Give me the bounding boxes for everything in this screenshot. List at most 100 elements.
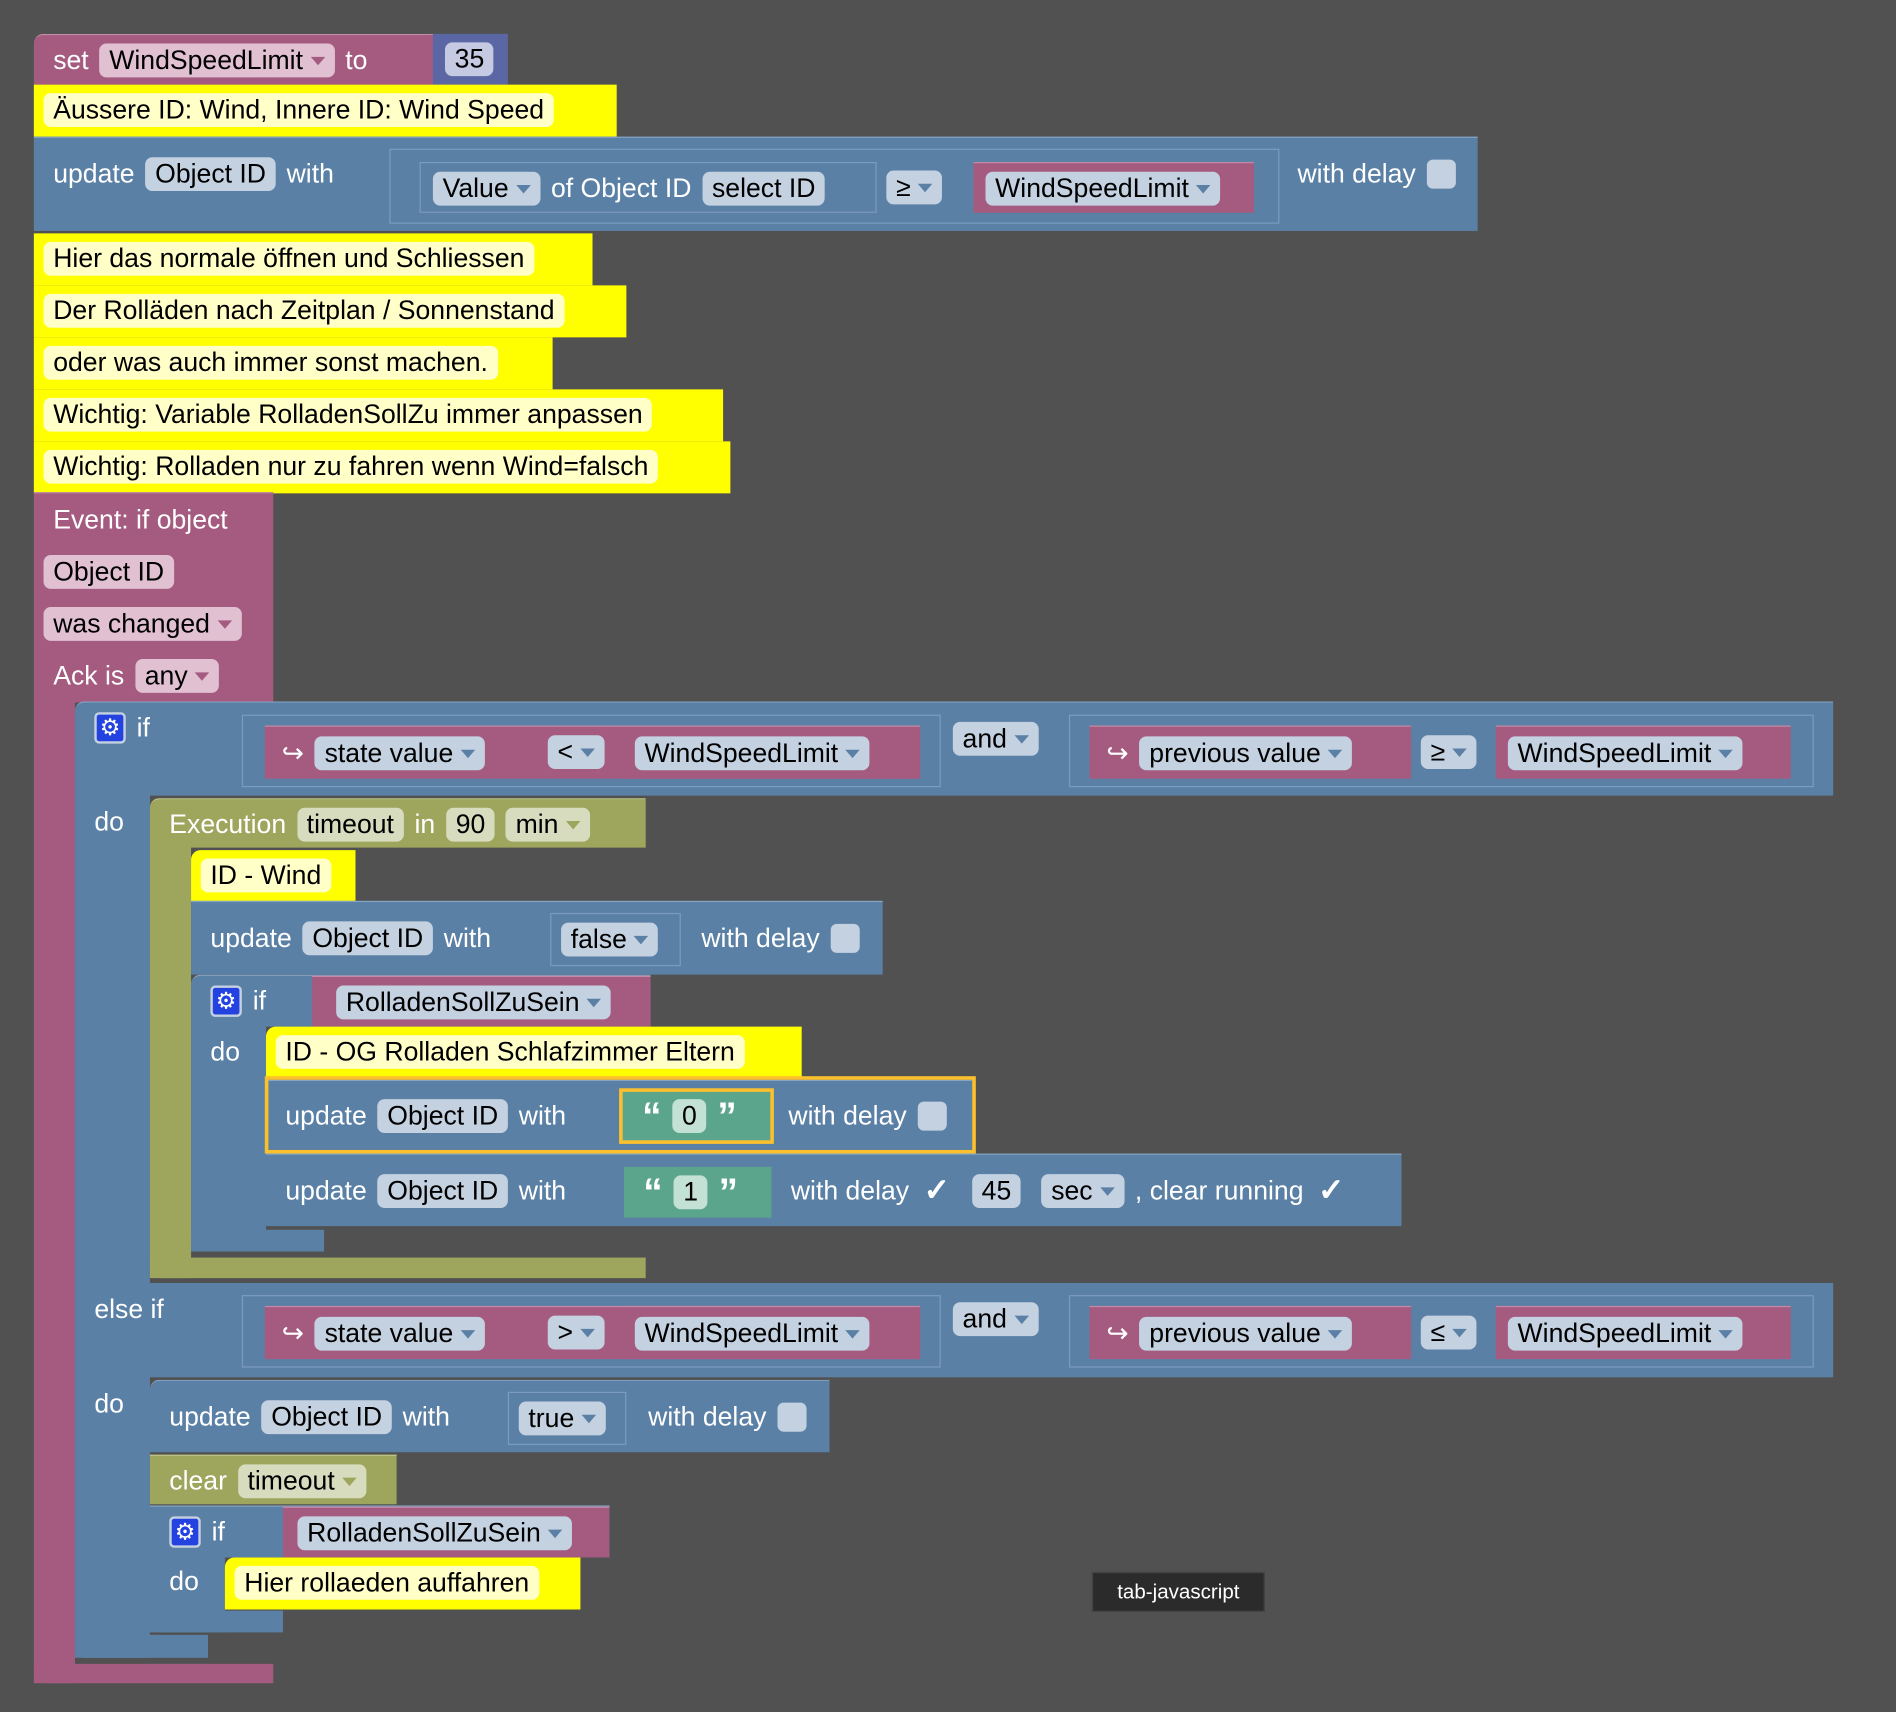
comment-block[interactable]: Wichtig: Rolladen nur zu fahren wenn Win… (33, 441, 731, 494)
if-block[interactable]: if RolladenSollZuSein (149, 1505, 610, 1558)
unit-dropdown[interactable]: min (505, 807, 590, 842)
variable-dropdown[interactable]: WindSpeedLimit (1507, 736, 1743, 771)
comment-block[interactable]: ID - OG Rolladen Schlafzimmer Eltern (266, 1026, 802, 1079)
comment-block[interactable]: Der Rolläden nach Zeitplan / Sonnenstand (33, 285, 627, 338)
comment-text[interactable]: ID - Wind (200, 858, 331, 893)
gear-icon[interactable] (169, 1516, 201, 1548)
operator-dropdown[interactable]: ≥ (886, 170, 943, 205)
event-block[interactable]: Event: if object Object ID was changed A… (33, 492, 274, 703)
update-block-selected[interactable]: update Object ID with 0 with delay (264, 1076, 976, 1154)
else-if-section[interactable]: else if state value > WindSpeedLimit and… (74, 1282, 1834, 1378)
comment-block[interactable]: oder was auch immer sonst machen. (33, 337, 553, 390)
variable-block[interactable]: WindSpeedLimit (622, 1305, 918, 1360)
comment-text[interactable]: ID - OG Rolladen Schlafzimmer Eltern (275, 1035, 745, 1069)
operator-dropdown[interactable]: ≥ (1420, 735, 1477, 770)
operator-dropdown[interactable]: ≤ (1420, 1315, 1477, 1350)
delay-checkbox[interactable] (917, 1101, 947, 1131)
trigger-value-block[interactable]: previous value (1089, 1305, 1412, 1360)
previous-value-dropdown[interactable]: previous value (1139, 736, 1353, 771)
delay-checkbox[interactable] (777, 1402, 807, 1432)
comment-block[interactable]: ID - Wind (191, 850, 356, 903)
boolean-dropdown[interactable]: true (518, 1401, 606, 1436)
object-id-field[interactable]: Object ID (261, 1400, 392, 1435)
variable-dropdown[interactable]: WindSpeedLimit (985, 171, 1221, 206)
variable-block[interactable]: WindSpeedLimit (1495, 1305, 1791, 1360)
delay-value-field[interactable]: 45 (972, 1174, 1021, 1208)
variable-dropdown[interactable]: RolladenSollZuSein (336, 985, 611, 1020)
variable-dropdown[interactable]: WindSpeedLimit (99, 43, 335, 78)
update-block[interactable]: update Object ID with Value of Object ID… (33, 136, 1478, 231)
and-dropdown[interactable]: and (952, 1302, 1039, 1337)
compare-block[interactable]: previous value ≥ WindSpeedLimit (1068, 714, 1814, 788)
variable-block[interactable]: WindSpeedLimit (622, 725, 918, 779)
gear-icon[interactable] (210, 985, 242, 1017)
comment-text[interactable]: Äussere ID: Wind, Innere ID: Wind Speed (43, 93, 554, 127)
comment-block[interactable]: Äussere ID: Wind, Innere ID: Wind Speed (33, 84, 617, 137)
variable-dropdown[interactable]: WindSpeedLimit (634, 736, 870, 771)
update-block[interactable]: update Object ID with true with delay (149, 1379, 830, 1453)
text-field[interactable]: 0 (672, 1099, 707, 1134)
comment-text[interactable]: Wichtig: Variable RolladenSollZu immer a… (43, 397, 653, 432)
delay-checkbox[interactable] (1426, 159, 1456, 189)
trigger-value-block[interactable]: previous value (1089, 725, 1412, 779)
text-block[interactable]: 0 (619, 1088, 774, 1144)
object-id-field[interactable]: Object ID (377, 1174, 508, 1208)
unit-dropdown[interactable]: sec (1041, 1174, 1125, 1208)
number-field[interactable]: 35 (444, 42, 494, 77)
compare-block[interactable]: previous value ≤ WindSpeedLimit (1068, 1295, 1814, 1368)
comment-block[interactable]: Wichtig: Variable RolladenSollZu immer a… (33, 389, 724, 442)
comment-block[interactable]: Hier das normale öffnen und Schliessen (33, 233, 593, 286)
object-id-field[interactable]: Object ID (145, 157, 276, 192)
gear-icon[interactable] (94, 712, 126, 744)
compare-block[interactable]: Value of Object ID select ID ≥ WindSpeed… (389, 148, 1280, 224)
delay-checkbox[interactable] (920, 1172, 950, 1209)
variable-block[interactable]: WindSpeedLimit (1495, 725, 1791, 779)
comment-text[interactable]: Hier das normale öffnen und Schliessen (43, 241, 535, 276)
timeout-dropdown[interactable]: timeout (237, 1464, 367, 1499)
comment-block[interactable]: Hier rollaeden auffahren (224, 1557, 581, 1610)
operator-dropdown[interactable]: > (547, 1315, 605, 1350)
operator-dropdown[interactable]: < (547, 735, 605, 770)
ack-dropdown[interactable]: any (135, 659, 220, 693)
trigger-dropdown[interactable]: was changed (43, 607, 242, 641)
variable-dropdown[interactable]: WindSpeedLimit (634, 1316, 870, 1351)
select-id-field[interactable]: select ID (702, 171, 826, 206)
object-id-field[interactable]: Object ID (302, 921, 433, 956)
variable-block[interactable]: WindSpeedLimit (973, 162, 1254, 213)
variable-dropdown[interactable]: WindSpeedLimit (1507, 1316, 1743, 1351)
clear-running-checkbox[interactable] (1314, 1172, 1344, 1209)
compare-block[interactable]: state value > WindSpeedLimit (241, 1295, 941, 1368)
get-value-block[interactable]: Value of Object ID select ID (419, 162, 877, 213)
if-block[interactable]: if RolladenSollZuSein (191, 974, 651, 1027)
comment-text[interactable]: Hier rollaeden auffahren (234, 1565, 539, 1600)
text-block[interactable]: 1 (623, 1166, 772, 1218)
timeout-value-field[interactable]: 90 (446, 807, 496, 842)
timeout-name-field[interactable]: timeout (297, 807, 404, 842)
state-value-dropdown[interactable]: state value (314, 1316, 485, 1351)
boolean-block[interactable]: false (550, 912, 681, 967)
state-value-dropdown[interactable]: state value (314, 736, 485, 771)
execution-timeout-block[interactable]: Execution timeout in 90 min (149, 798, 646, 848)
update-block[interactable]: update Object ID with false with delay (191, 900, 883, 975)
if-block[interactable]: if state value < WindSpeedLimit and prev… (74, 701, 1834, 796)
comment-text[interactable]: oder was auch immer sonst machen. (43, 345, 498, 380)
boolean-dropdown[interactable]: false (561, 922, 659, 957)
previous-value-dropdown[interactable]: previous value (1139, 1316, 1353, 1351)
variable-dropdown[interactable]: RolladenSollZuSein (297, 1516, 573, 1551)
number-block[interactable]: 35 (432, 33, 508, 85)
variable-block[interactable]: RolladenSollZuSein (282, 1506, 610, 1558)
property-dropdown[interactable]: Value (432, 171, 541, 206)
compare-block[interactable]: state value < WindSpeedLimit (241, 714, 941, 788)
variable-block[interactable]: RolladenSollZuSein (311, 975, 651, 1027)
and-dropdown[interactable]: and (952, 721, 1039, 756)
comment-text[interactable]: Wichtig: Rolladen nur zu fahren wenn Win… (43, 449, 659, 484)
update-block[interactable]: update Object ID with 1 with delay 45 se… (266, 1153, 1402, 1227)
comment-text[interactable]: Der Rolläden nach Zeitplan / Sonnenstand (43, 293, 565, 328)
object-id-field[interactable]: Object ID (43, 555, 174, 589)
boolean-block[interactable]: true (507, 1391, 627, 1445)
object-id-field[interactable]: Object ID (377, 1099, 508, 1134)
set-variable-block[interactable]: set WindSpeedLimit to (33, 33, 436, 85)
delay-checkbox[interactable] (830, 923, 860, 953)
